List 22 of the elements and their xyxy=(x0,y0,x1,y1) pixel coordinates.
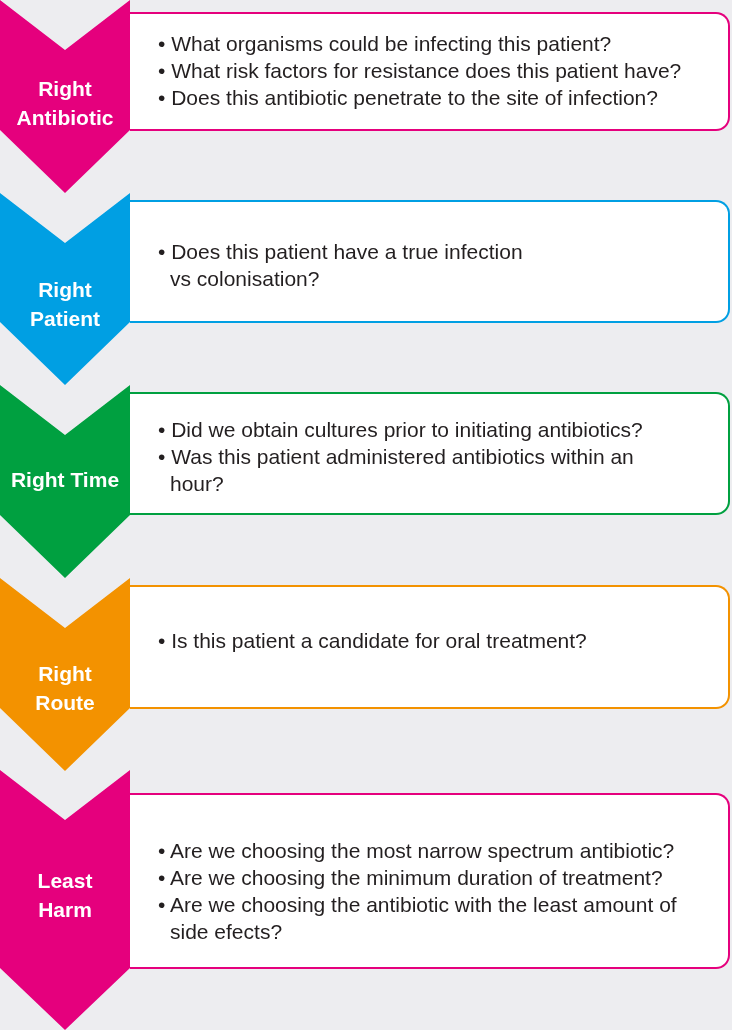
question-text: • Did we obtain cultures prior to initiating antibiotics? xyxy=(158,417,644,443)
question-panel xyxy=(130,585,730,709)
question-panel xyxy=(130,12,730,131)
question-panel xyxy=(130,200,730,323)
question-text: • Are we choosing the antibiotic with the least amount of side efects? xyxy=(158,892,678,945)
stage-label: Right Time xyxy=(10,467,120,493)
question-text: • Are we choosing the most narrow spectrum antibiotic? xyxy=(158,838,676,864)
question-text: • Is this patient a candidate for oral treatment? xyxy=(158,628,588,654)
stage-banner xyxy=(0,0,130,193)
question-text: • What risk factors for resistance does this patient have? xyxy=(158,58,683,84)
stage-label: Right Route xyxy=(34,661,96,716)
question-text: • Does this patient have a true infection vs colonisation? xyxy=(158,239,524,292)
question-panel xyxy=(130,392,730,515)
question-text: • Does this antibiotic penetrate to the site of infection? xyxy=(158,85,659,111)
stage-label: Right Antibiotic xyxy=(15,76,115,131)
stage-label: Least Harm xyxy=(36,868,94,923)
question-text: • Was this patient administered antibiotics within an hour? xyxy=(158,444,635,497)
question-text: • Are we choosing the minimum duration of treatment? xyxy=(158,865,664,891)
question-panel xyxy=(130,793,730,969)
question-text: • What organisms could be infecting this patient? xyxy=(158,31,613,57)
stage-banner xyxy=(0,770,130,1030)
stage-label: Right Patient xyxy=(29,277,101,332)
